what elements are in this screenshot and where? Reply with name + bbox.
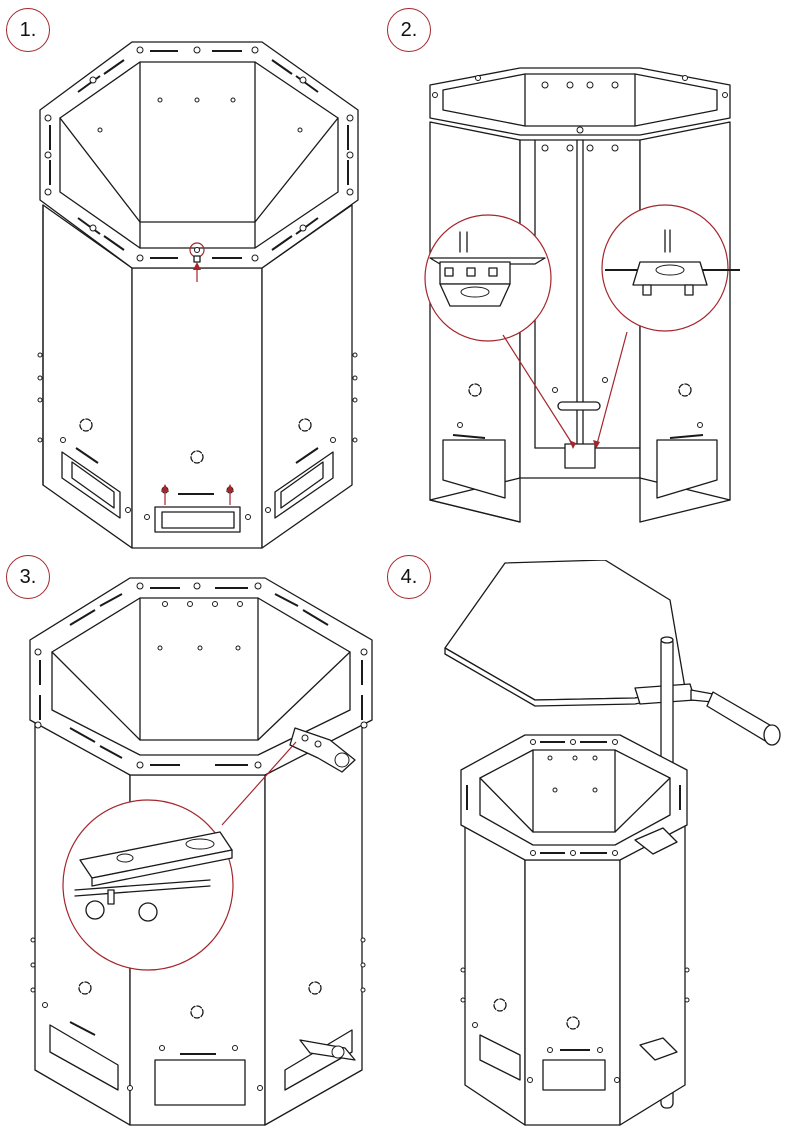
step-4-drawing (444, 560, 781, 1126)
step-1-ring-bolts (44, 46, 354, 262)
step-3-label: 3. (19, 565, 37, 588)
step-1-vents (60, 418, 336, 533)
step-2-top-ring (429, 67, 731, 152)
step-2-drawing (424, 67, 740, 523)
step-4-label: 4. (400, 565, 418, 588)
step-4-badge: 4. (387, 555, 431, 599)
step-3-callout (62, 741, 297, 971)
step-4-vents (472, 998, 620, 1091)
step-3-illustration (0, 560, 395, 1135)
step-2-badge: 2. (387, 8, 431, 52)
step-1-illustration (0, 0, 395, 560)
step-2-callout-right (593, 204, 740, 449)
step-4-handle (690, 689, 781, 746)
step-1-top-ring (39, 41, 359, 269)
step-4-side-holes (460, 967, 690, 1003)
step-1-label: 1. (19, 18, 37, 41)
step-3-bracket (289, 727, 356, 773)
step-1-highlight (189, 242, 205, 282)
step-3-top-ring (29, 577, 373, 776)
step-2-vents (442, 377, 718, 499)
step-2-label: 2. (400, 18, 418, 41)
step-3-side-holes (30, 937, 366, 993)
step-2-rod (557, 139, 601, 469)
step-2-illustration (395, 0, 790, 560)
step-3-drawing (29, 577, 373, 1126)
step-4-top-ring (460, 734, 688, 861)
step-4-illustration (395, 560, 790, 1135)
step-4-lid (444, 560, 696, 707)
step-1-ring-slots (49, 50, 349, 259)
step-1-drawing (37, 41, 359, 549)
step-3-vents (42, 981, 356, 1106)
step-4-rod-brackets (634, 827, 678, 1061)
step-2-callout-left (424, 214, 576, 449)
step-3-badge: 3. (6, 555, 50, 599)
step-1-badge: 1. (6, 8, 50, 52)
step-1-side-holes (37, 352, 358, 443)
